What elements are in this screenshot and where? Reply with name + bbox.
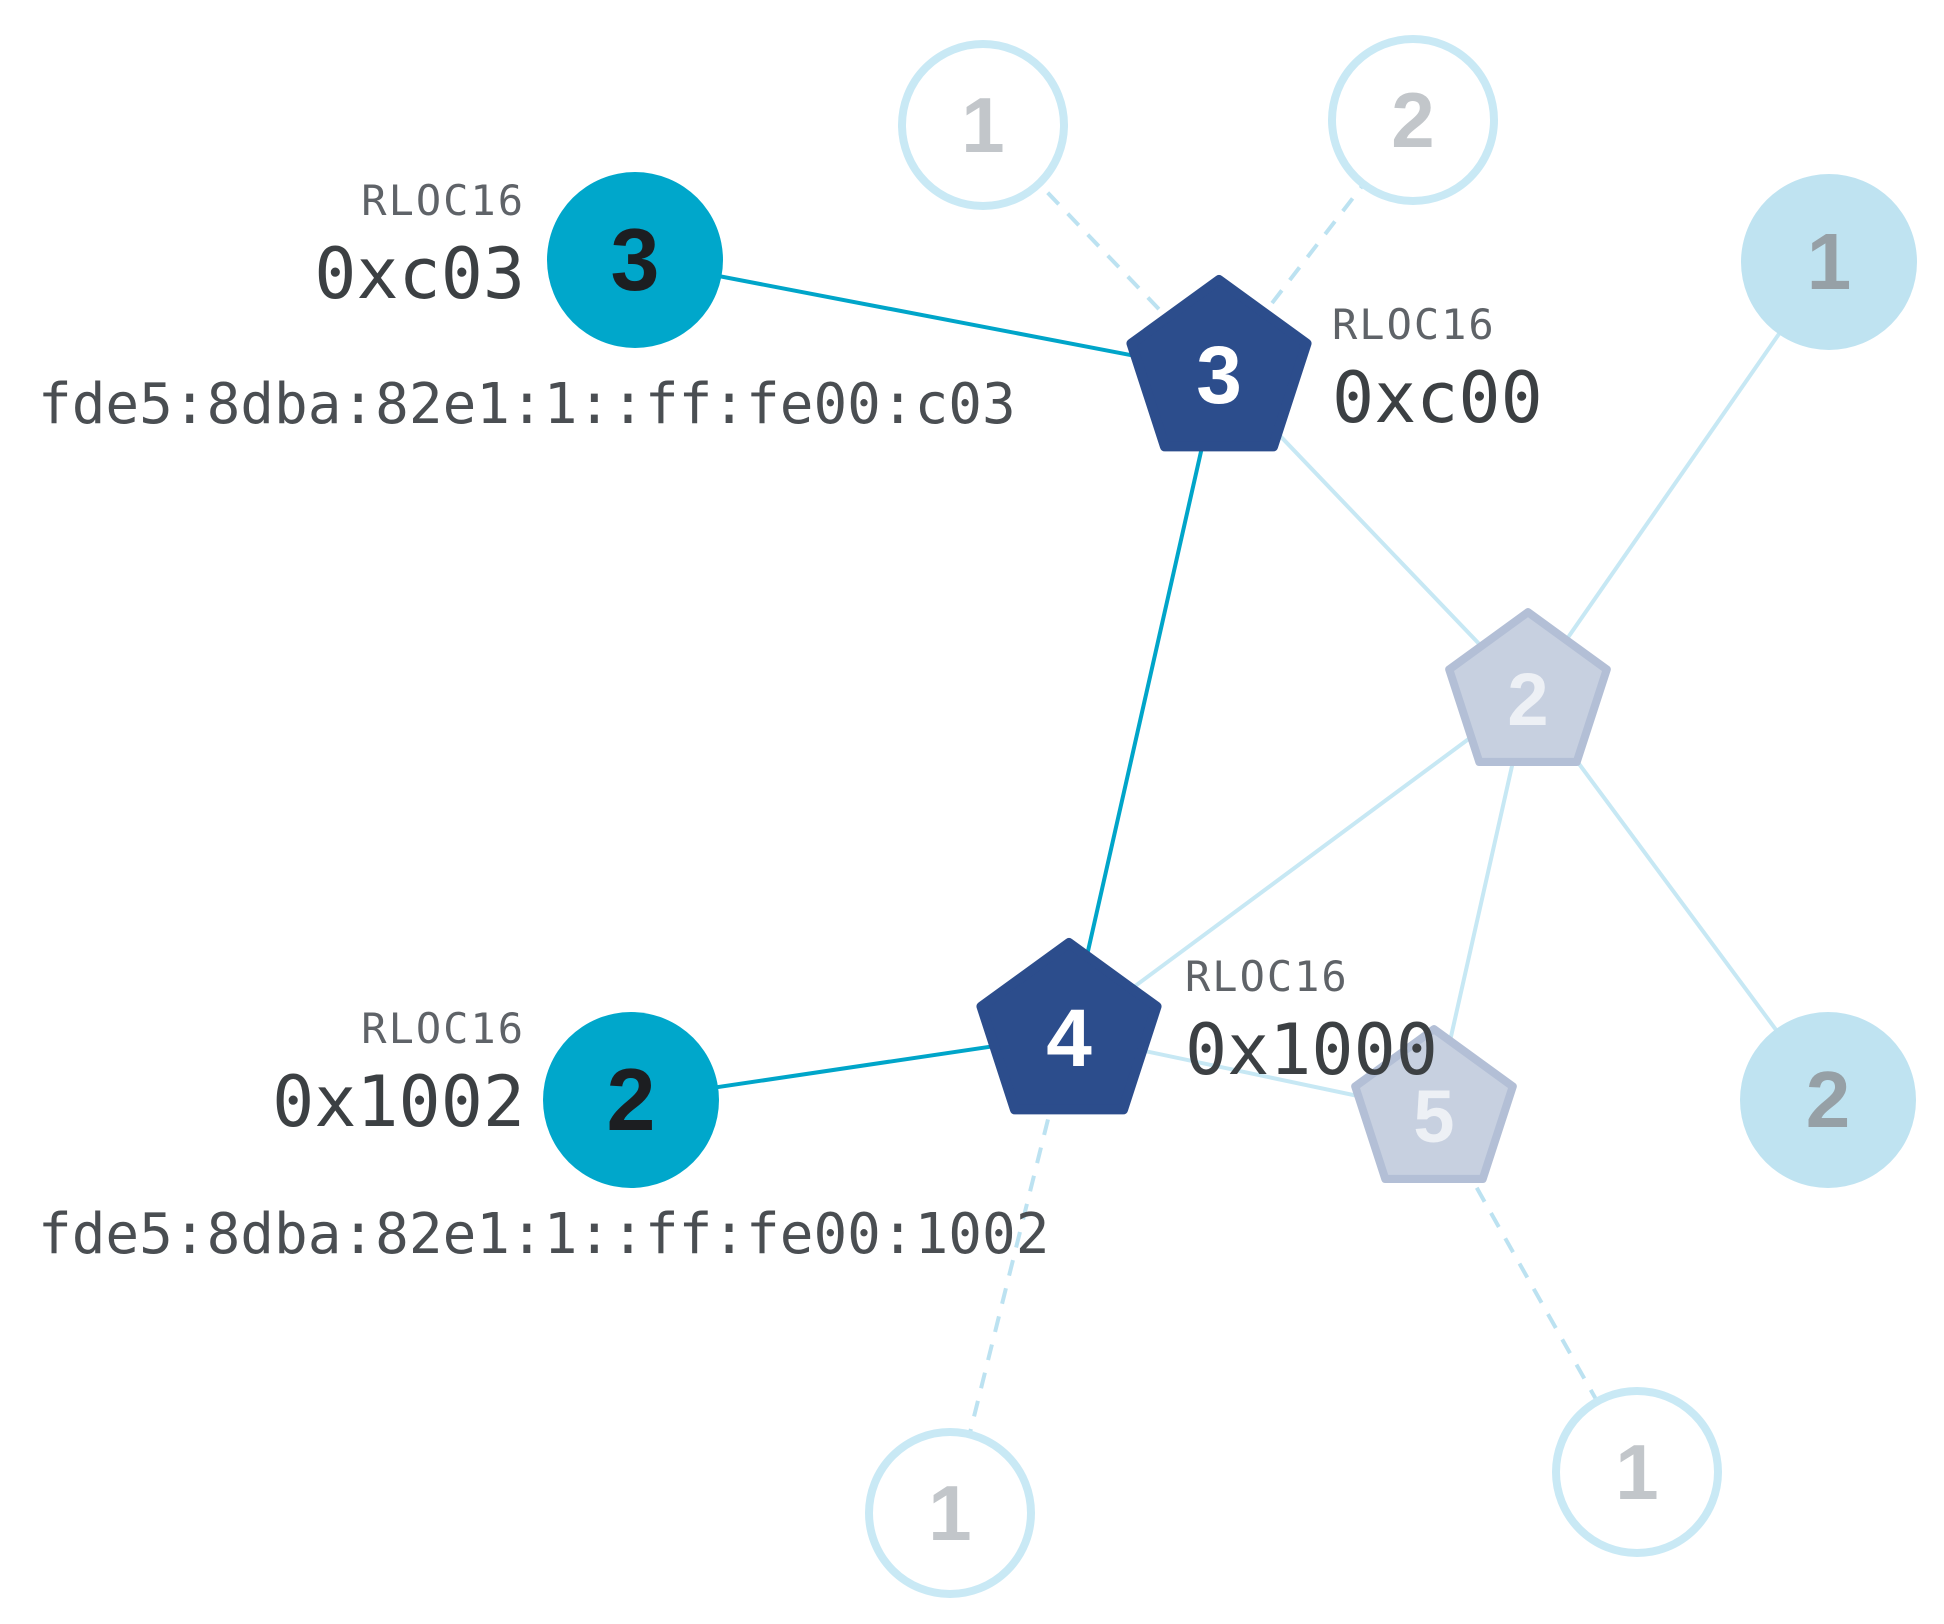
ipv6-address-0xc03: fde5:8dba:82e1:1::ff:fe00:c03 [38, 372, 1016, 437]
router-pentagon-icon [1445, 608, 1611, 767]
rloc16-value-0x1002: 0x1002 [272, 1061, 525, 1143]
node-router-2-faded-label: 2 [1507, 657, 1549, 741]
rloc16-caption-0xc00: RLOC16 [1332, 300, 1496, 349]
node-child-right-2[interactable]: 2 [1740, 1012, 1916, 1188]
rloc16-value-0xc00: 0xc00 [1332, 357, 1543, 439]
node-child-right-2-label: 2 [1805, 1055, 1851, 1144]
node-child-0x1002-label: 2 [606, 1050, 656, 1149]
node-child-0x1002[interactable]: 2 [543, 1012, 719, 1188]
node-child-top-2[interactable]: 2 [1328, 35, 1498, 205]
rloc16-value-0xc03: 0xc03 [314, 233, 525, 315]
label-group-0xc03: RLOC16 0xc03 [314, 176, 525, 315]
node-child-0xc03[interactable]: 3 [547, 172, 723, 348]
node-child-bottom-right-1[interactable]: 1 [1552, 1387, 1722, 1557]
rloc16-caption-0xc03: RLOC16 [361, 176, 525, 225]
label-group-0x1002: RLOC16 0x1002 [272, 1004, 525, 1143]
router-pentagon-icon [1126, 275, 1312, 452]
node-child-bottom-left-1-label: 1 [928, 1468, 972, 1557]
node-router-0x1000-label: 4 [1046, 993, 1092, 1084]
node-child-top-1-label: 1 [961, 80, 1005, 169]
node-child-right-1-label: 1 [1806, 217, 1852, 306]
label-group-0x1000: RLOC16 0x1000 [1185, 952, 1438, 1091]
ipv6-address-0x1002: fde5:8dba:82e1:1::ff:fe00:1002 [38, 1202, 1050, 1267]
node-child-top-1[interactable]: 1 [898, 40, 1068, 210]
node-router-5-faded[interactable]: 5 [1344, 1022, 1524, 1202]
node-router-2-faded[interactable]: 2 [1438, 605, 1618, 785]
node-child-right-1[interactable]: 1 [1741, 174, 1917, 350]
node-child-top-2-label: 2 [1391, 75, 1435, 164]
router-pentagon-icon [1351, 1025, 1517, 1184]
node-router-0x1000[interactable]: 4 [969, 935, 1169, 1135]
node-router-0xc00-label: 3 [1196, 330, 1242, 421]
node-child-bottom-right-1-label: 1 [1615, 1427, 1659, 1516]
label-group-0xc00: RLOC16 0xc00 [1332, 300, 1543, 439]
router-pentagon-icon [976, 938, 1162, 1115]
node-router-5-faded-label: 5 [1413, 1074, 1455, 1158]
node-child-0xc03-label: 3 [610, 210, 660, 309]
rloc16-caption-0x1000: RLOC16 [1185, 952, 1349, 1001]
rloc16-caption-0x1002: RLOC16 [361, 1004, 525, 1053]
node-child-bottom-left-1[interactable]: 1 [865, 1428, 1035, 1598]
rloc16-value-0x1000: 0x1000 [1185, 1009, 1438, 1091]
node-router-0xc00[interactable]: 3 [1119, 272, 1319, 472]
